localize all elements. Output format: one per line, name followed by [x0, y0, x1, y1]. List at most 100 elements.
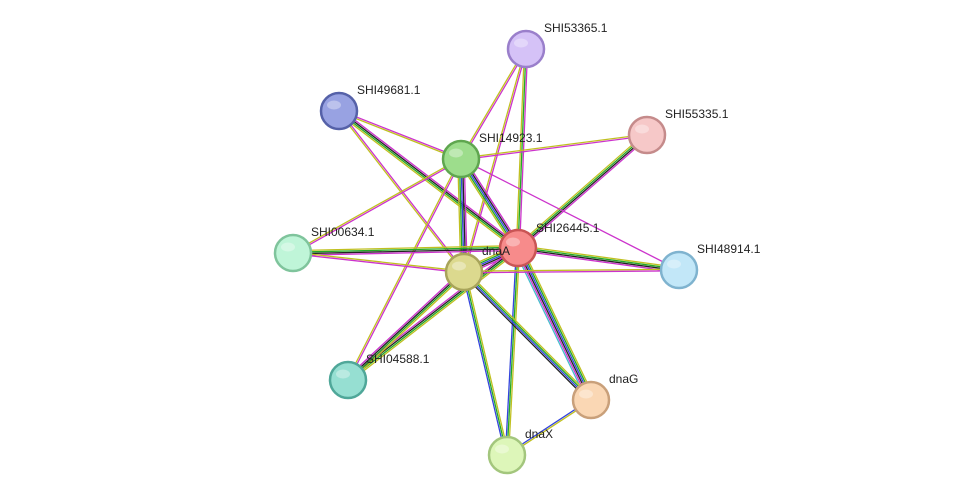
edge-SHI26445.1-dnaX	[504, 247, 521, 456]
node-SHI26445.1[interactable]: SHI26445.1	[498, 221, 600, 268]
edge-SHI14923.1-SHI55335.1	[460, 133, 648, 161]
edge-line	[461, 135, 648, 161]
node-label: SHI55335.1	[665, 107, 729, 121]
edge-line	[464, 270, 593, 400]
node-dnaG[interactable]: dnaG	[571, 372, 638, 420]
edge-line	[461, 272, 507, 456]
edge-line	[517, 249, 679, 274]
node-highlight	[281, 242, 295, 252]
edge-line	[518, 49, 529, 249]
edge-line	[293, 249, 519, 257]
node-label: dnaA	[482, 244, 510, 258]
node-label: SHI26445.1	[536, 221, 600, 235]
edge-SHI26445.1-SHI48914.1	[517, 244, 680, 274]
edge-line	[339, 109, 462, 159]
node-circle[interactable]	[487, 435, 527, 475]
edge-line	[349, 249, 520, 383]
edge-SHI26445.1-SHI53365.1	[515, 48, 529, 249]
node-circle[interactable]	[571, 380, 611, 420]
edge-line	[462, 272, 591, 402]
edge-line	[516, 248, 591, 401]
edge-line	[519, 136, 650, 251]
edge-line	[461, 49, 528, 160]
node-label: SHI04588.1	[366, 352, 430, 366]
edge-SHI14923.1-SHI49681.1	[338, 109, 462, 161]
node-label: SHI14923.1	[479, 131, 543, 145]
edge-line	[460, 158, 680, 271]
edge-dnaA-dnaG	[461, 269, 594, 403]
edge-SHI26445.1-SHI55335.1	[515, 132, 650, 251]
edge-line	[464, 271, 510, 455]
node-dnaX[interactable]: dnaX	[487, 427, 553, 475]
node-circle[interactable]	[627, 115, 667, 155]
edge-SHI00634.1-SHI14923.1	[292, 157, 462, 255]
edge-line	[521, 245, 596, 399]
edge-line	[292, 253, 464, 274]
node-SHI04588.1[interactable]: SHI04588.1	[328, 352, 430, 400]
edge-dnaA-dnaX	[461, 271, 510, 456]
node-SHI49681.1[interactable]: SHI49681.1	[319, 83, 421, 131]
edge-SHI14923.1-SHI48914.1	[460, 158, 680, 271]
node-highlight	[579, 389, 593, 399]
edge-line	[518, 244, 680, 269]
edge-line	[346, 158, 461, 380]
edge-line	[348, 272, 465, 382]
node-highlight	[635, 124, 649, 134]
node-SHI55335.1[interactable]: SHI55335.1	[627, 107, 729, 155]
node-circle[interactable]	[319, 91, 359, 131]
node-circle[interactable]	[441, 139, 481, 179]
node-label: SHI48914.1	[697, 242, 761, 256]
node-circle[interactable]	[659, 250, 699, 290]
edge-line	[518, 247, 593, 400]
node-highlight	[667, 259, 681, 269]
edge-line	[517, 48, 527, 249]
node-label: dnaG	[609, 372, 638, 386]
node-SHI14923.1[interactable]: SHI14923.1	[441, 131, 543, 179]
node-label: dnaX	[525, 427, 553, 441]
edge-line	[465, 269, 594, 399]
edge-dnaA-SHI04588.1	[345, 269, 467, 383]
node-highlight	[452, 261, 466, 271]
edge-dnaA-SHI48914.1	[463, 268, 680, 274]
node-circle[interactable]	[506, 29, 546, 69]
edge-line	[293, 159, 462, 255]
node-highlight	[327, 100, 341, 110]
node-SHI00634.1[interactable]: SHI00634.1	[273, 225, 375, 273]
edge-line	[515, 132, 646, 247]
edge-line	[460, 133, 647, 159]
edge-line	[463, 271, 508, 456]
node-highlight	[506, 237, 520, 247]
node-highlight	[449, 148, 463, 158]
edge-line	[463, 268, 679, 272]
node-SHI53365.1[interactable]: SHI53365.1	[506, 21, 608, 69]
edge-line	[504, 247, 518, 455]
edge-line	[337, 112, 517, 251]
edge-line	[292, 157, 461, 253]
node-dnaA[interactable]: dnaA	[444, 244, 510, 292]
node-circle[interactable]	[328, 360, 368, 400]
edge-line	[462, 48, 526, 272]
node-circle[interactable]	[498, 228, 538, 268]
edge-line	[518, 246, 680, 270]
edge-SHI14923.1-SHI53365.1	[459, 48, 528, 160]
edge-line	[515, 248, 590, 402]
edge-line	[339, 109, 519, 248]
edge-line	[464, 49, 528, 273]
node-highlight	[514, 38, 528, 48]
edge-line	[517, 133, 647, 248]
node-label: SHI49681.1	[357, 83, 421, 97]
edge-SHI00634.1-SHI26445.1	[292, 244, 519, 257]
edge-dnaA-SHI53365.1	[462, 48, 528, 273]
edge-line	[513, 249, 588, 403]
node-SHI48914.1[interactable]: SHI48914.1	[659, 242, 761, 290]
node-label: SHI53365.1	[544, 21, 608, 35]
node-highlight	[495, 444, 509, 454]
node-highlight	[336, 369, 350, 379]
node-circle[interactable]	[273, 233, 313, 273]
edge-line	[506, 247, 519, 456]
edge-line	[348, 159, 463, 381]
node-circle[interactable]	[444, 252, 484, 292]
edge-line	[292, 244, 518, 252]
edge-line	[293, 251, 465, 272]
